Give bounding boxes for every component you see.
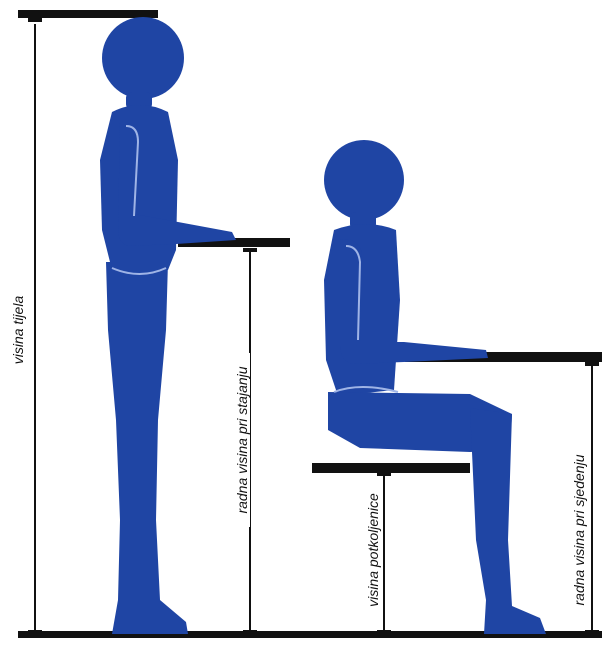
seated-lower-leg [470, 408, 546, 634]
label-body-height: visina tijela [10, 278, 26, 382]
seated-head [324, 140, 404, 220]
label-lower-leg-height: visina potkoljenice [365, 483, 381, 617]
standing-head [102, 17, 184, 99]
seated-torso [324, 224, 400, 396]
standing-legs [106, 262, 188, 634]
standing-figure [100, 17, 236, 634]
head-reference-bar [18, 10, 158, 18]
label-standing-work-height: radna visina pri stajanju [234, 353, 250, 527]
chair-seat [312, 463, 470, 473]
dimension-body-height [28, 18, 42, 634]
label-seated-work-height: radna visina pri sjedenju [571, 447, 587, 613]
dimension-seated-work-height [585, 362, 599, 634]
